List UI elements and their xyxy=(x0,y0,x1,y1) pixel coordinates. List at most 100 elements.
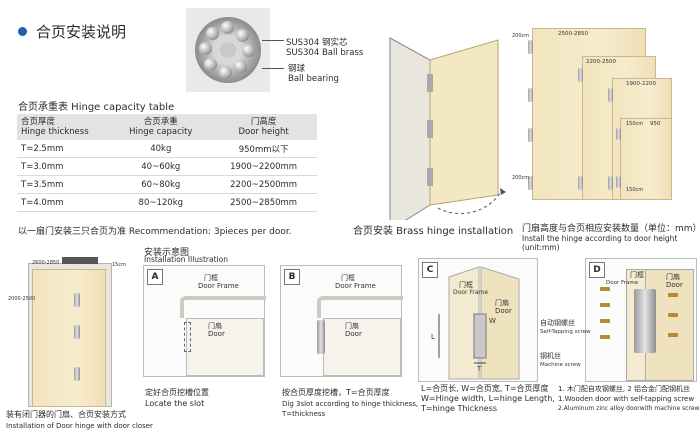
closer-caption-en: Installation of Door hinge with door clo… xyxy=(6,422,153,430)
screw2-label-en: Machine screw xyxy=(540,362,581,368)
hinge-icon xyxy=(427,168,433,186)
hinge-icon xyxy=(427,120,433,138)
dim-w: W xyxy=(489,317,496,325)
dim-label: 200cm xyxy=(512,33,530,39)
hinge-section-photo xyxy=(186,8,270,92)
panel-c: C 门框 Door Frame 门扇 Door W T L xyxy=(418,258,538,382)
frame-label-en: Door Frame xyxy=(606,280,639,286)
frame-label-en: Door Frame xyxy=(198,282,239,290)
ball-label-en: Ball bearing xyxy=(288,74,339,84)
hinge-icon xyxy=(528,40,533,54)
table-cell: 40kg xyxy=(111,140,211,158)
install-title: 合页安装 Brass hinge installation xyxy=(353,226,514,237)
door-label-en: Door xyxy=(345,330,362,338)
screw1-label: 自动钢螺丝 xyxy=(540,319,575,327)
hinge-icon xyxy=(634,289,656,353)
table-cell: T=2.5mm xyxy=(17,140,112,158)
door-closer-icon xyxy=(62,257,98,264)
door-closer-diagram: 2600-2850 15cm 2000-2500 xyxy=(0,255,135,407)
dim-label: 2500-2850 xyxy=(558,31,588,37)
slot-mark xyxy=(184,322,191,352)
dim-label: 200cm xyxy=(512,175,530,181)
frame-label: 门框 xyxy=(630,271,644,279)
table-title: 合页承重表 Hinge capacity table xyxy=(18,102,175,113)
screw-icon xyxy=(668,333,678,337)
ball-bearing-icon xyxy=(236,29,249,42)
ball-bearing-icon xyxy=(206,27,219,40)
panel-tag: A xyxy=(147,269,163,285)
door-leaf-shape xyxy=(323,318,401,376)
panel-a-caption: 定好合页挖槽位置 xyxy=(145,388,209,397)
ball-bearing-icon xyxy=(221,21,234,34)
door-frame-shape xyxy=(180,296,266,318)
ball-label: 钢球 xyxy=(288,64,306,74)
closer-caption-zh: 装有闭门器的门扇、合页安装方式 xyxy=(6,410,126,419)
hinge-icon xyxy=(528,88,533,102)
leader-line xyxy=(262,40,284,41)
hinge-icon xyxy=(608,88,613,102)
screw1-label-en: Self-Tapping screw xyxy=(540,329,591,335)
hinge-icon xyxy=(74,325,80,339)
dim-l: L xyxy=(431,333,435,341)
ball-bearing-icon xyxy=(199,42,212,55)
dim-label: 2600-2850 xyxy=(32,260,60,266)
table-row: T=3.0mm 40~60kg 1900~2200mm xyxy=(17,157,317,176)
door-leaf xyxy=(32,269,106,407)
dim-t: T xyxy=(477,365,482,373)
swing-arc xyxy=(437,189,503,215)
ball-bearing-icon xyxy=(219,66,232,79)
hinge-icon xyxy=(74,293,80,307)
quantity-title: 门扇高度与合页相应安装数量（单位：mm） xyxy=(522,224,700,234)
door-frame-shape xyxy=(317,296,403,318)
hinge-icon xyxy=(427,74,433,92)
door-frame-shape xyxy=(389,37,431,220)
hinge-icon xyxy=(528,176,533,190)
screw-icon xyxy=(600,319,610,323)
screw-icon xyxy=(600,287,610,291)
table-cell: 1900~2200mm xyxy=(210,157,317,176)
ball-bearing-icon xyxy=(242,44,255,57)
table-cell: T=3.0mm xyxy=(17,157,112,176)
panel-c-caption1: L=合页长, W=合页宽, T=合页厚度 xyxy=(421,384,549,393)
panel-b-caption-en1: Dig 3slot according to hinge thickness, xyxy=(282,400,419,408)
panel-a-caption-en: Locate the slot xyxy=(145,399,205,408)
hinge-icon xyxy=(608,176,613,190)
panel-d-caption2: 1.Wooden door with self-tapping screw xyxy=(558,395,695,403)
frame-label-en: Door Frame xyxy=(335,282,376,290)
hinge-quantity-diagram: 2500-2850 2200-2500 1900-2200 950 200cm … xyxy=(512,28,672,200)
panel-c-caption2: W=Hinge width, L=hinge Length, xyxy=(421,394,555,403)
panel-c-caption3: T=hinge Thickness xyxy=(421,404,498,413)
door-label-en: Door xyxy=(208,330,225,338)
hinge-icon xyxy=(578,176,583,190)
panel-b-caption: 按合页厚度挖槽，T=合页厚度 xyxy=(282,388,390,397)
dim-label: 950 xyxy=(650,121,661,127)
core-label: SUS304 钢实芯 xyxy=(286,38,348,48)
hinge-dimension-drawing xyxy=(438,266,520,380)
door-leaf-shape xyxy=(186,318,264,376)
frame-label: 门框 xyxy=(459,281,473,289)
dim-label: 2000-2500 xyxy=(8,296,36,302)
schematic-title: 安装示意图 xyxy=(144,248,190,258)
panel-b: B 门框 Door Frame 门扇 Door xyxy=(280,265,403,377)
table-cell: 40~60kg xyxy=(111,157,211,176)
frame-label: 门框 xyxy=(341,274,355,282)
door-label: 门扇 xyxy=(345,322,359,330)
dim-label: 1900-2200 xyxy=(626,81,656,87)
door-label: 门扇 xyxy=(208,322,222,330)
door-label-en: Door xyxy=(495,307,512,315)
hinge-leaf xyxy=(473,313,487,359)
door-label-en: Door xyxy=(666,281,683,289)
recommendation: 以一扇门安装三只合页为准 Recommendation: 3pieces per… xyxy=(18,227,292,237)
solid-core xyxy=(220,42,236,58)
panel-tag: D xyxy=(589,262,605,278)
hinge-icon xyxy=(74,367,80,381)
arrow-icon xyxy=(500,188,506,195)
frame-label-en: Door Frame xyxy=(453,289,489,296)
frame-label: 门框 xyxy=(204,274,218,282)
screw-icon xyxy=(600,303,610,307)
table-row: T=2.5mm 40kg 950mm以下 xyxy=(17,140,317,158)
